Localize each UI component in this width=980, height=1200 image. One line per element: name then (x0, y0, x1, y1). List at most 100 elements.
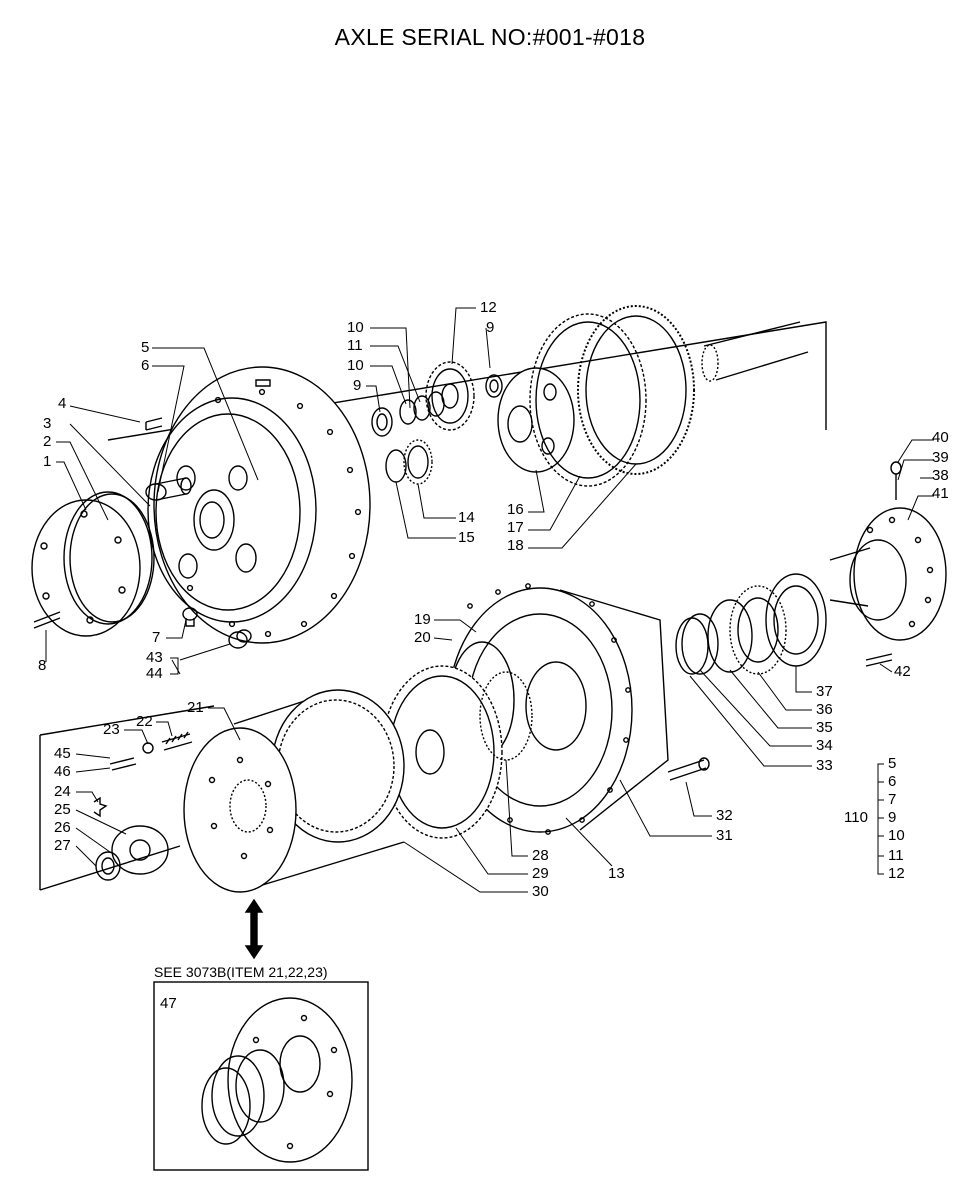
pin-small (109, 757, 137, 771)
callout-16: 16 (507, 501, 524, 518)
callout-25: 25 (54, 801, 71, 818)
kit-item: 11 (888, 847, 904, 864)
planet-gear (425, 361, 475, 431)
kit-item: 7 (888, 791, 897, 808)
wheel-stud (667, 757, 710, 781)
kit-item: 9 (888, 809, 897, 826)
callout-1: 1 (43, 453, 52, 470)
callout-21: 21 (187, 699, 204, 716)
callout-35: 35 (816, 719, 833, 736)
callout-45: 45 (54, 745, 71, 762)
page-title: AXLE SERIAL NO:#001-#018 (334, 24, 646, 50)
callout-33: 33 (816, 757, 833, 774)
lock-nut (765, 573, 827, 667)
callout-5: 5 (141, 339, 150, 356)
cap (142, 742, 154, 754)
callout-10-top: 10 (347, 319, 364, 336)
thrust-washer (485, 374, 503, 398)
callout-12: 12 (480, 299, 497, 316)
callout-18: 18 (507, 537, 524, 554)
see-reference-note: SEE 3073B(ITEM 21,22,23) (154, 964, 328, 980)
kit-item: 12 (888, 865, 905, 882)
callout-19: 19 (414, 611, 431, 628)
callout-28: 28 (532, 847, 549, 864)
frame-line (39, 705, 215, 736)
inset-item-number: 47 (160, 995, 177, 1012)
callout-4: 4 (58, 395, 67, 412)
callout-10: 10 (347, 357, 364, 374)
frame-line (107, 321, 827, 441)
ring-gear-hub (529, 313, 647, 487)
kit-item: 6 (888, 773, 897, 790)
kit-label: 110 (844, 809, 868, 826)
sun-gear (403, 439, 433, 485)
bearing (479, 671, 533, 761)
callout-13: 13 (608, 865, 625, 882)
snap-ring (385, 449, 407, 483)
callout-36: 36 (816, 701, 833, 718)
planet-carrier-cover (147, 366, 371, 644)
callout-41: 41 (932, 485, 949, 502)
kit-bracket (877, 763, 884, 875)
callout-15: 15 (458, 529, 475, 546)
frame-line (39, 845, 181, 891)
callout-44: 44 (146, 665, 163, 682)
callout-37: 37 (816, 683, 833, 700)
callout-26: 26 (54, 819, 71, 836)
callout-8: 8 (38, 657, 47, 674)
end-cover (31, 499, 141, 637)
callout-39: 39 (932, 449, 949, 466)
callout-7: 7 (152, 629, 161, 646)
planet-carrier (497, 367, 575, 473)
axle-shaft (701, 321, 809, 382)
wheel-flange (829, 507, 947, 641)
level-plug (228, 629, 252, 649)
thrust-bearing (111, 825, 169, 875)
ring-gear-drum (233, 689, 405, 891)
double-arrow (244, 898, 264, 960)
callout-30: 30 (532, 883, 549, 900)
o-ring (63, 491, 153, 625)
inset-box (153, 981, 369, 1171)
callout-29: 29 (532, 865, 549, 882)
callout-20: 20 (414, 629, 431, 646)
screw (33, 611, 61, 629)
callout-22: 22 (136, 713, 153, 730)
callout-17: 17 (507, 519, 524, 536)
callout-9: 9 (353, 377, 362, 394)
seal-ring (681, 613, 719, 675)
callout-32: 32 (716, 807, 733, 824)
bracket-43-44 (170, 657, 179, 675)
callout-14: 14 (458, 509, 475, 526)
inset-brake-piston (201, 997, 353, 1163)
thrust-washer (371, 407, 393, 437)
callout-3: 3 (43, 415, 52, 432)
callout-38: 38 (932, 467, 949, 484)
planet-bearing (399, 391, 445, 425)
callout-23: 23 (103, 721, 120, 738)
bolt (145, 417, 163, 431)
callout-6: 6 (141, 357, 150, 374)
grease-fitting (890, 461, 902, 475)
callout-42: 42 (894, 663, 911, 680)
callout-2: 2 (43, 433, 52, 450)
callout-43: 43 (146, 649, 163, 666)
callout-31: 31 (716, 827, 733, 844)
callout-34: 34 (816, 737, 833, 754)
callout-27: 27 (54, 837, 71, 854)
brake-disc (183, 727, 297, 893)
clip (93, 796, 108, 818)
leader-lines (45, 307, 934, 893)
kit-item: 5 (888, 755, 897, 772)
bearing-cone (729, 585, 787, 675)
pin (145, 477, 192, 501)
flange-bolt (865, 653, 893, 667)
callout-40: 40 (932, 429, 949, 446)
callout-46: 46 (54, 763, 71, 780)
kit-item: 10 (888, 827, 905, 844)
callout-11: 11 (347, 337, 363, 354)
bearing-cup (707, 599, 753, 673)
callout-9-right: 9 (486, 319, 495, 336)
callout-24: 24 (54, 783, 71, 800)
